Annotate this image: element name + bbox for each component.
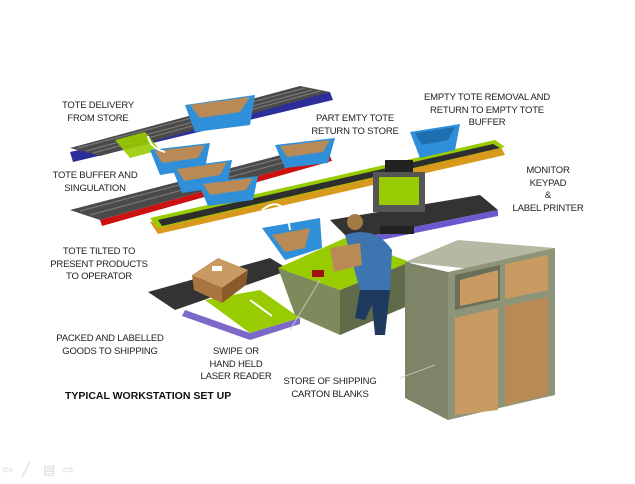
return-conveyor [158, 144, 500, 226]
pen-icon[interactable]: ╱ [22, 462, 30, 477]
carton-cabinet [405, 240, 555, 420]
tilt-arrow [261, 203, 291, 231]
shipping-arrow [249, 299, 273, 317]
tote-delivery [185, 95, 255, 132]
slide-title: TYPICAL WORKSTATION SET UP [65, 390, 232, 402]
shipping-transfer-base [182, 310, 300, 340]
next-slide-icon[interactable]: ⇨ [63, 462, 74, 477]
workstation-front [278, 268, 340, 335]
prev-slide-icon[interactable]: ⇦ [2, 462, 13, 477]
laser-reader [312, 270, 324, 277]
tote-buffer-3 [198, 176, 258, 206]
tote-part-empty [275, 138, 335, 168]
tote-tilted [262, 218, 322, 260]
shipping-transfer-green [205, 290, 300, 333]
menu-icon[interactable]: ▤ [43, 462, 56, 477]
monitor-conveyor-base [350, 210, 498, 246]
transfer-arrow [147, 135, 166, 153]
tote-empty [410, 124, 460, 158]
shipping-carton [192, 258, 248, 303]
monitor-keypad [373, 160, 425, 234]
operator [330, 214, 392, 335]
